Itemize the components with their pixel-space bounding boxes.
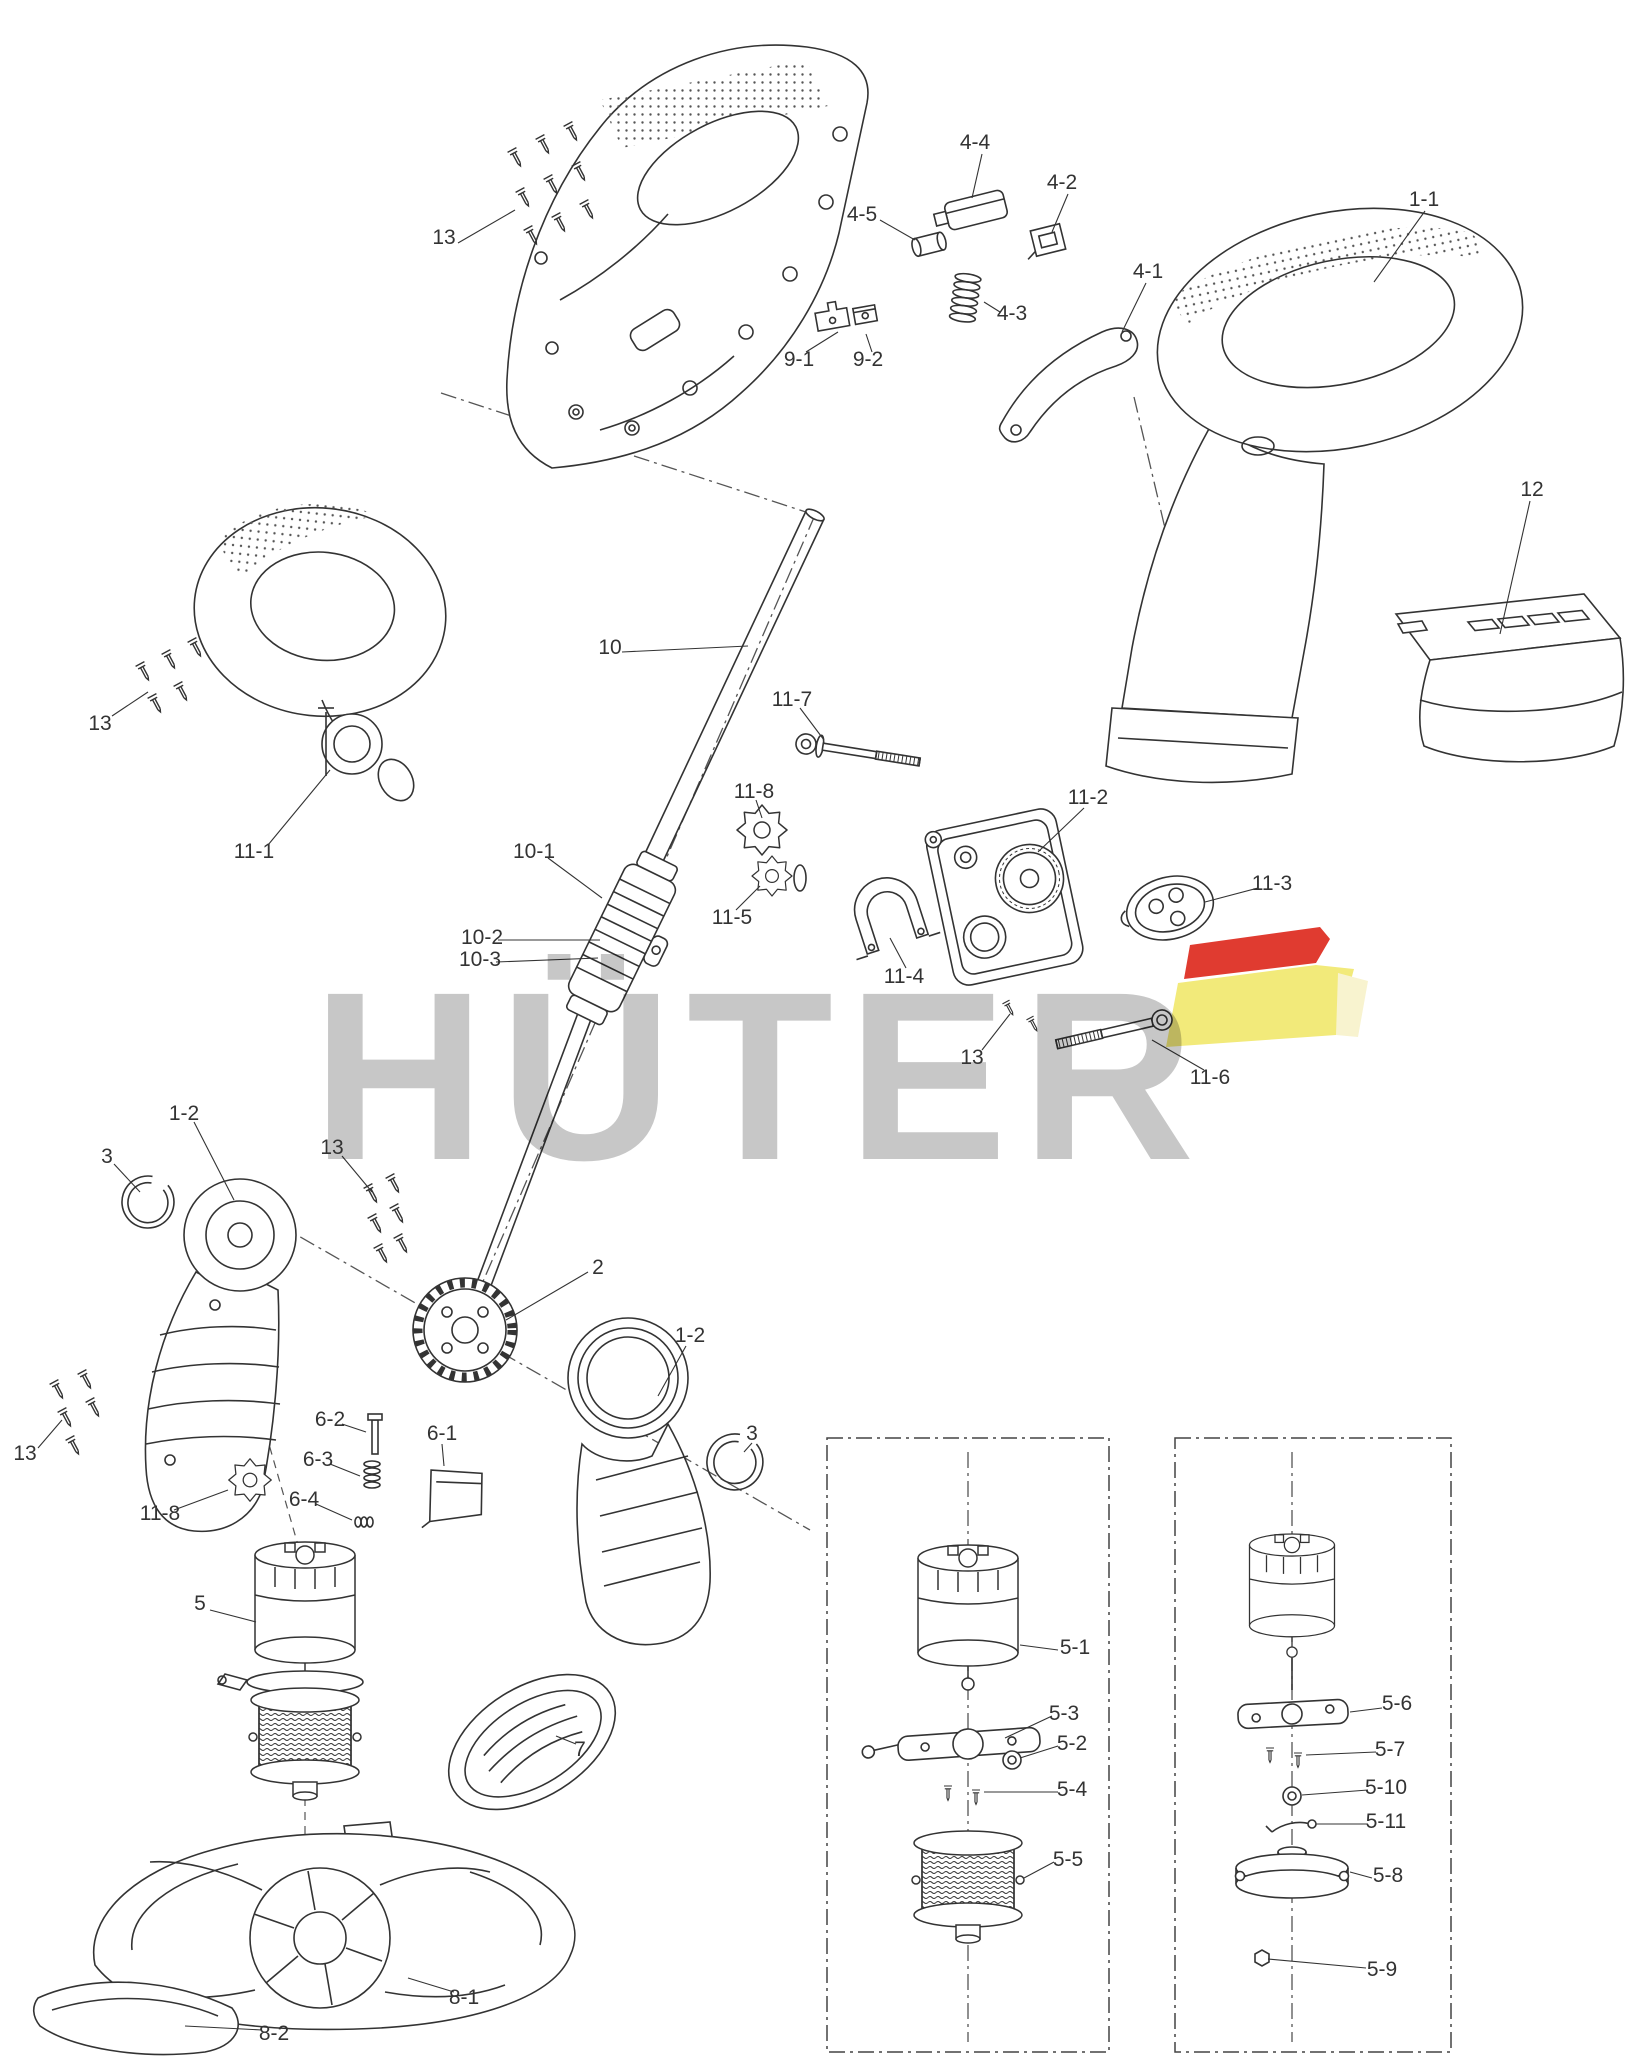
part-label-11-7: 11-7 bbox=[771, 688, 813, 711]
part-label-5-5: 5-5 bbox=[1052, 1848, 1084, 1871]
part-label-4-4: 4-4 bbox=[959, 131, 991, 154]
part-11-3-cap bbox=[1120, 875, 1215, 941]
part-label-6-2: 6-2 bbox=[314, 1408, 346, 1431]
part-10-1-shaft-coupler bbox=[565, 850, 679, 1026]
part-label-13: 13 bbox=[320, 1136, 344, 1159]
part-label-5-3: 5-3 bbox=[1048, 1702, 1080, 1725]
part-label-4-1: 4-1 bbox=[1132, 260, 1164, 283]
part-5-motor-spool-assembly bbox=[216, 1541, 364, 1801]
brand-logo bbox=[1166, 927, 1368, 1047]
part-10-shaft-tube bbox=[470, 508, 825, 1299]
part-5-9-nut bbox=[1254, 1949, 1270, 1967]
part-label-6-3: 6-3 bbox=[302, 1448, 334, 1471]
part-label-3: 3 bbox=[101, 1145, 113, 1168]
part-1-2-head-shell-right bbox=[567, 1317, 711, 1646]
part-5-6-mount-plate bbox=[1237, 1698, 1349, 1730]
detail-box-spool-a bbox=[826, 1437, 1110, 2053]
part-5-3-mount-plate bbox=[861, 1726, 1041, 1761]
part-label-5: 5 bbox=[194, 1592, 206, 1615]
part-label-11-3: 11-3 bbox=[1251, 872, 1293, 895]
part-label-4-2: 4-2 bbox=[1046, 171, 1078, 194]
part-3-snap-ring-left bbox=[121, 1175, 175, 1229]
part-label-13: 13 bbox=[960, 1046, 984, 1069]
part-label-13: 13 bbox=[13, 1442, 37, 1465]
part-label-11-5: 11-5 bbox=[711, 906, 753, 929]
part-label-11-8: 11-8 bbox=[139, 1502, 181, 1525]
part-8-2-guard-extension bbox=[32, 1981, 239, 2056]
part-3-snap-ring-right bbox=[706, 1433, 764, 1491]
part-label-9-2: 9-2 bbox=[852, 348, 884, 371]
part-label-5-9: 5-9 bbox=[1366, 1958, 1398, 1981]
part-2-gear-flange bbox=[412, 1277, 518, 1383]
part-label-5-2: 5-2 bbox=[1056, 1732, 1088, 1755]
part-label-11-2: 11-2 bbox=[1067, 786, 1109, 809]
part-label-13: 13 bbox=[432, 226, 456, 249]
part-11-2-gear-housing bbox=[924, 808, 1084, 986]
part-label-5-7: 5-7 bbox=[1374, 1738, 1406, 1761]
part-motor-detail-b bbox=[1248, 1533, 1336, 1690]
part-4-1-trigger-lever bbox=[998, 327, 1139, 443]
brand-watermark: HÜTER bbox=[312, 942, 1209, 1210]
part-6-3-spring bbox=[363, 1460, 381, 1489]
part-4-2-switch-button bbox=[1027, 222, 1067, 260]
part-11-5-star-knob bbox=[751, 855, 807, 897]
part-label-8-1: 8-1 bbox=[448, 1986, 480, 2009]
part-label-11-8: 11-8 bbox=[733, 780, 775, 803]
part-label-9-1: 9-1 bbox=[783, 348, 815, 371]
part-label-12: 12 bbox=[1520, 478, 1544, 501]
part-12-battery-pack bbox=[1394, 593, 1625, 763]
part-label-8-2: 8-2 bbox=[258, 2022, 290, 2045]
part-9-1-9-2-brackets bbox=[814, 300, 879, 332]
leader-lines bbox=[37, 153, 1531, 2031]
part-label-5-1: 5-1 bbox=[1059, 1636, 1091, 1659]
logo-yellow-swoosh bbox=[1166, 965, 1354, 1047]
part-label-10: 10 bbox=[598, 636, 622, 659]
part-label-6-4: 6-4 bbox=[288, 1488, 320, 1511]
part-label-11-1: 11-1 bbox=[233, 840, 275, 863]
part-6-1-guide-funnel bbox=[421, 1469, 483, 1529]
part-label-5-10: 5-10 bbox=[1364, 1776, 1408, 1799]
part-label-2: 2 bbox=[592, 1256, 604, 1279]
part-1-1-handle-assembly bbox=[1105, 207, 1524, 784]
part-label-11-4: 11-4 bbox=[883, 965, 925, 988]
part-label-3: 3 bbox=[746, 1422, 758, 1445]
logo-red-stripe bbox=[1184, 927, 1330, 979]
part-5-8-spool-base bbox=[1234, 1846, 1350, 1899]
part-label-10-1: 10-1 bbox=[512, 840, 556, 863]
part-label-4-5: 4-5 bbox=[846, 203, 878, 226]
part-label-4-3: 4-3 bbox=[996, 302, 1028, 325]
part-11-1-aux-handle bbox=[193, 503, 447, 802]
part-11-4-clamp bbox=[853, 877, 941, 961]
part-label-10-2: 10-2 bbox=[460, 926, 504, 949]
part-5-10-cup-washer bbox=[1282, 1786, 1302, 1806]
part-8-1-blade-guard bbox=[92, 1821, 576, 2031]
part-label-13: 13 bbox=[88, 712, 112, 735]
part-label-11-6: 11-6 bbox=[1189, 1066, 1231, 1089]
part-label-7: 7 bbox=[574, 1738, 586, 1761]
part-5-2-washer bbox=[1002, 1750, 1022, 1770]
part-6-2-pin bbox=[367, 1413, 383, 1455]
part-label-5-4: 5-4 bbox=[1056, 1778, 1088, 1801]
part-label-5-11: 5-11 bbox=[1365, 1810, 1407, 1833]
part-label-5-6: 5-6 bbox=[1381, 1692, 1413, 1715]
part-6-4-small-spring bbox=[354, 1516, 374, 1528]
part-7-louver-cover bbox=[447, 1673, 617, 1811]
detail-box-spool-b bbox=[1174, 1437, 1452, 2053]
part-label-1-1: 1-1 bbox=[1408, 188, 1440, 211]
part-label-10-3: 10-3 bbox=[458, 948, 502, 971]
part-4-3-spring bbox=[948, 272, 982, 323]
part-11-7-bolt bbox=[795, 733, 922, 767]
part-label-1-2: 1-2 bbox=[674, 1324, 706, 1347]
part-4-5-contact-cylinder bbox=[911, 231, 947, 258]
logo-pale-page bbox=[1336, 973, 1368, 1037]
part-label-1-2: 1-2 bbox=[168, 1102, 200, 1125]
part-1-1-housing-half-shell bbox=[505, 44, 869, 469]
part-label-5-8: 5-8 bbox=[1372, 1864, 1404, 1887]
part-11-6-bolt bbox=[1054, 1009, 1173, 1050]
part-label-6-1: 6-1 bbox=[426, 1422, 458, 1445]
